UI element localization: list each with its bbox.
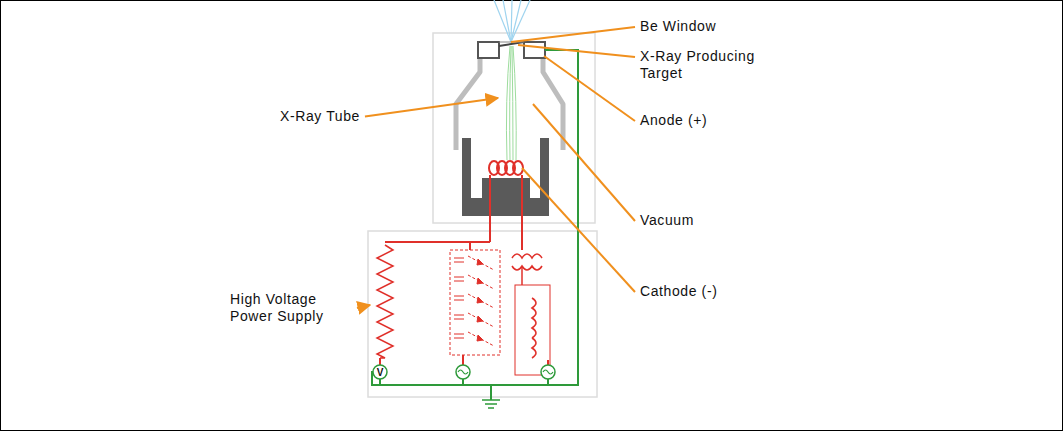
hv-wiring [462, 355, 464, 365]
source-symbols [456, 365, 470, 379]
part-label: Cathode (-) [640, 283, 717, 300]
multiplier-stages [477, 259, 483, 265]
leader-line [365, 98, 498, 117]
multiplier-stages [468, 294, 494, 308]
multiplier-stages [468, 256, 494, 270]
hv-wiring [379, 358, 381, 365]
multiplier-stages [454, 281, 464, 282]
transformer [512, 266, 542, 270]
ground-wiring [462, 379, 464, 385]
electron-beam [513, 46, 516, 160]
part-label: Anode (+) [640, 112, 707, 129]
multiplier-stages [468, 332, 494, 346]
hv-wiring [521, 175, 523, 238]
source-symbols [541, 365, 555, 379]
ground-wiring [379, 379, 381, 385]
anode [478, 42, 545, 58]
voltage-multiplier [450, 250, 500, 355]
tube-panel [433, 33, 595, 223]
part-label: Be Window [640, 18, 716, 35]
hv-wiring [469, 242, 471, 250]
electron-beam [510, 46, 511, 160]
ground-wiring [547, 379, 549, 385]
ground-wiring [372, 50, 578, 385]
xray-beam [494, 0, 530, 42]
multiplier-stages [454, 296, 464, 297]
ac-symbols [458, 370, 468, 374]
multiplier-stages [454, 277, 464, 278]
multiplier-stages [454, 338, 464, 339]
resistor-symbol [377, 245, 393, 358]
xray-beam [511, 0, 512, 42]
multiplier-stages [477, 297, 483, 303]
ground-wiring [372, 50, 578, 408]
xray-beam [494, 0, 511, 42]
multiplier-stages [468, 313, 494, 327]
leader-line [522, 168, 635, 292]
electron-beam [506, 46, 516, 160]
multiplier-stages [477, 316, 483, 322]
multiplier-stages [468, 275, 494, 289]
multiplier-stages [454, 258, 464, 259]
transformer [515, 285, 550, 375]
tube-envelope [543, 58, 563, 150]
transformer [521, 266, 523, 285]
filament [489, 161, 523, 175]
supply-panel [368, 231, 597, 397]
cathode [462, 138, 549, 216]
target [499, 42, 524, 46]
part-label: X-Ray Tube [280, 108, 360, 125]
leader-line [518, 45, 635, 57]
multiplier-stages [454, 262, 464, 263]
ground-wiring [490, 385, 492, 400]
multiplier-stages [477, 335, 483, 341]
electron-beam [506, 46, 510, 160]
anode [478, 42, 499, 58]
hv-wiring [380, 175, 548, 365]
meter-letter: V [377, 367, 384, 378]
transformer [532, 298, 536, 338]
source-symbols [373, 365, 555, 379]
leader-line [357, 305, 370, 308]
multiplier-stages [454, 334, 464, 335]
tube-envelope [456, 58, 480, 150]
multiplier-stages [454, 300, 464, 301]
multiplier-stages [454, 256, 494, 346]
filament [513, 161, 523, 175]
multiplier-stages [477, 278, 483, 284]
part-label: High Voltage Power Supply [230, 291, 352, 325]
transformer [532, 338, 536, 358]
ac-symbols [458, 370, 553, 374]
hv-wiring [489, 175, 491, 242]
hv-wiring [385, 241, 490, 243]
xray-beam [511, 0, 530, 42]
electron-beam [512, 46, 513, 160]
anode [524, 42, 545, 58]
ground-wiring [482, 400, 500, 408]
multiplier-stages [454, 319, 464, 320]
xray-beam [511, 0, 521, 42]
transformer [512, 254, 542, 258]
multiplier-stages [454, 315, 464, 316]
be-window [499, 42, 524, 43]
cathode [462, 138, 549, 216]
ac-symbols [543, 370, 553, 374]
hv-wiring [521, 238, 523, 250]
leader-line [533, 104, 635, 221]
leader-line [511, 27, 635, 42]
part-label: Vacuum [640, 212, 694, 229]
leader-line [544, 56, 635, 121]
part-label: X-Ray Producing Target [640, 48, 775, 82]
transformer [512, 254, 550, 375]
xray-beam [503, 0, 511, 42]
source-symbols [373, 365, 387, 379]
